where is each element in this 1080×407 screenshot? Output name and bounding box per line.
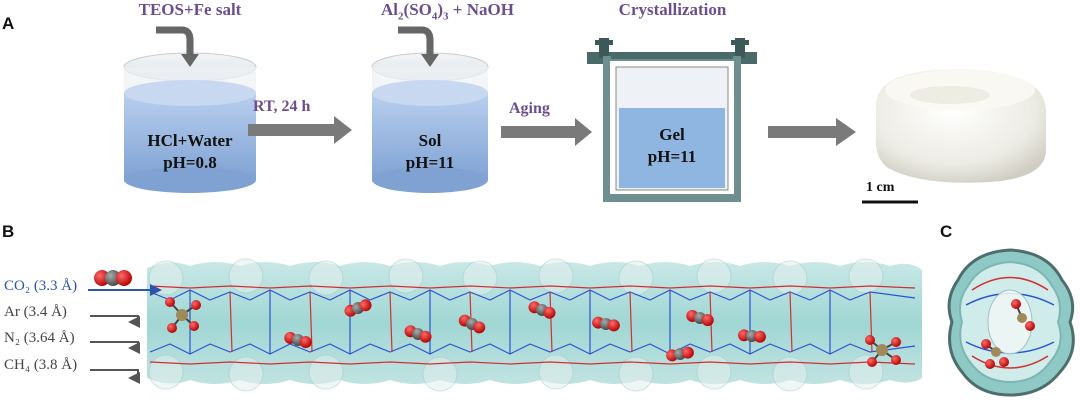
step3-title: Crystallization bbox=[618, 0, 727, 19]
beaker1-content: HCl+Water pH=0.8 bbox=[124, 130, 256, 174]
co2-molecules-in-channel bbox=[284, 299, 766, 362]
arrow-label-aging: Aging bbox=[509, 100, 550, 117]
monolith-photo bbox=[875, 69, 1047, 183]
beaker-2 bbox=[371, 52, 489, 193]
pour-arrow-2-icon bbox=[398, 26, 434, 56]
channel-cross-section bbox=[947, 248, 1075, 397]
autoclave-content: Gel pH=11 bbox=[619, 124, 725, 168]
co2-molecule-icon bbox=[94, 270, 132, 286]
molecule-label-ar: Ar (3.4 Å) bbox=[4, 304, 67, 320]
arrow-label-rt: RT, 24 h bbox=[253, 98, 311, 115]
beaker1-content-line1: HCl+Water bbox=[147, 131, 233, 150]
n2-reject-arrow bbox=[90, 341, 140, 354]
molecule-label-n2: N₂ (3.64 Å) bbox=[4, 330, 75, 346]
fe-site-cluster-right bbox=[865, 335, 901, 367]
beaker2-content-line1: Sol bbox=[418, 131, 442, 150]
ar-reject-arrow bbox=[90, 315, 140, 328]
step2-title-sub1: 2 bbox=[398, 10, 404, 23]
autoclave bbox=[587, 38, 757, 202]
process-arrow-1-icon bbox=[248, 116, 352, 144]
ch4-reject-arrow bbox=[90, 369, 140, 384]
panel-letter-b: B bbox=[2, 222, 15, 241]
molecule-label-ch4: CH₄ (3.8 Å) bbox=[4, 357, 78, 373]
beaker2-content-line2: pH=11 bbox=[405, 153, 455, 172]
panel-letter-a: A bbox=[2, 14, 15, 33]
molecule-label-co2: CO₂ (3.3 Å) bbox=[4, 278, 78, 294]
step2-title-so: (SO bbox=[403, 0, 432, 19]
autoclave-content-line1: Gel bbox=[659, 125, 685, 144]
beaker1-content-line2: pH=0.8 bbox=[163, 153, 217, 172]
step2-title-paren: ) bbox=[437, 0, 444, 19]
beaker2-content: Sol pH=11 bbox=[372, 130, 488, 174]
step2-title-al: Al bbox=[381, 0, 399, 19]
step1-title: TEOS+Fe salt bbox=[138, 0, 242, 19]
step2-title-sub2: 4 bbox=[431, 10, 438, 23]
pour-arrow-1-icon bbox=[156, 26, 194, 56]
zeolite-channel bbox=[147, 258, 922, 392]
step2-title: Al2(SO4)3 + NaOH bbox=[355, 0, 540, 22]
step2-title-sub3: 3 bbox=[443, 10, 449, 23]
step2-title-naoh: + NaOH bbox=[448, 0, 514, 19]
process-arrow-2-icon bbox=[501, 118, 592, 146]
autoclave-content-line2: pH=11 bbox=[647, 147, 697, 166]
process-arrow-3-icon bbox=[768, 118, 856, 146]
panel-letter-c: C bbox=[940, 222, 953, 241]
fe-site-cluster-left bbox=[165, 297, 201, 333]
beaker-1 bbox=[123, 52, 257, 193]
scale-bar-label: 1 cm bbox=[866, 180, 895, 195]
